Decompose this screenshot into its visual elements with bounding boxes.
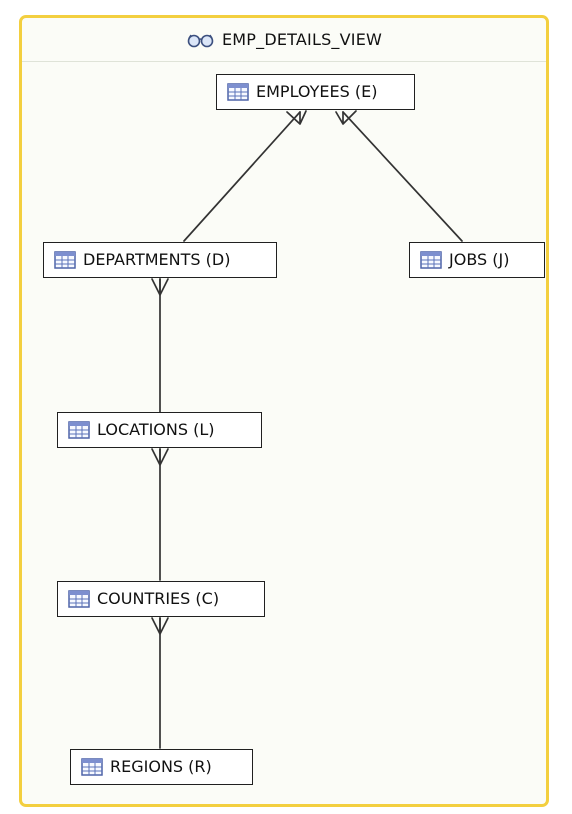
- regions-entity[interactable]: REGIONS (R): [70, 749, 253, 785]
- crow-foot-countries-regions: [151, 617, 169, 635]
- crow-foot-employees-jobs: [335, 110, 357, 125]
- employees-entity[interactable]: EMPLOYEES (E): [216, 74, 415, 110]
- locations-entity[interactable]: LOCATIONS (L): [57, 412, 262, 448]
- regions-entity-label: REGIONS (R): [110, 757, 212, 776]
- table-icon: [68, 421, 90, 439]
- departments-entity[interactable]: DEPARTMENTS (D): [43, 242, 277, 278]
- view-title: EMP_DETAILS_VIEW: [221, 30, 383, 49]
- glasses-icon: [187, 34, 214, 47]
- table-icon: [68, 590, 90, 608]
- crow-foot-employees-departments: [286, 110, 307, 125]
- jobs-entity[interactable]: JOBS (J): [409, 242, 545, 278]
- table-icon: [54, 251, 76, 269]
- relationship-line-departments-employees: [183, 111, 301, 242]
- countries-entity-label: COUNTRIES (C): [97, 589, 220, 608]
- employees-entity-label: EMPLOYEES (E): [256, 82, 378, 101]
- countries-entity[interactable]: COUNTRIES (C): [57, 581, 265, 617]
- crow-foot-departments-locations: [151, 278, 169, 296]
- view-frame: EMP_DETAILS_VIEW: [19, 15, 549, 807]
- jobs-entity-label: JOBS (J): [449, 250, 510, 269]
- table-icon: [81, 758, 103, 776]
- crow-foot-locations-countries: [151, 448, 169, 466]
- view-header: EMP_DETAILS_VIEW: [22, 18, 546, 62]
- table-icon: [227, 83, 249, 101]
- locations-entity-label: LOCATIONS (L): [97, 420, 215, 439]
- departments-entity-label: DEPARTMENTS (D): [83, 250, 231, 269]
- relationship-line-jobs-employees: [342, 111, 463, 242]
- table-icon: [420, 251, 442, 269]
